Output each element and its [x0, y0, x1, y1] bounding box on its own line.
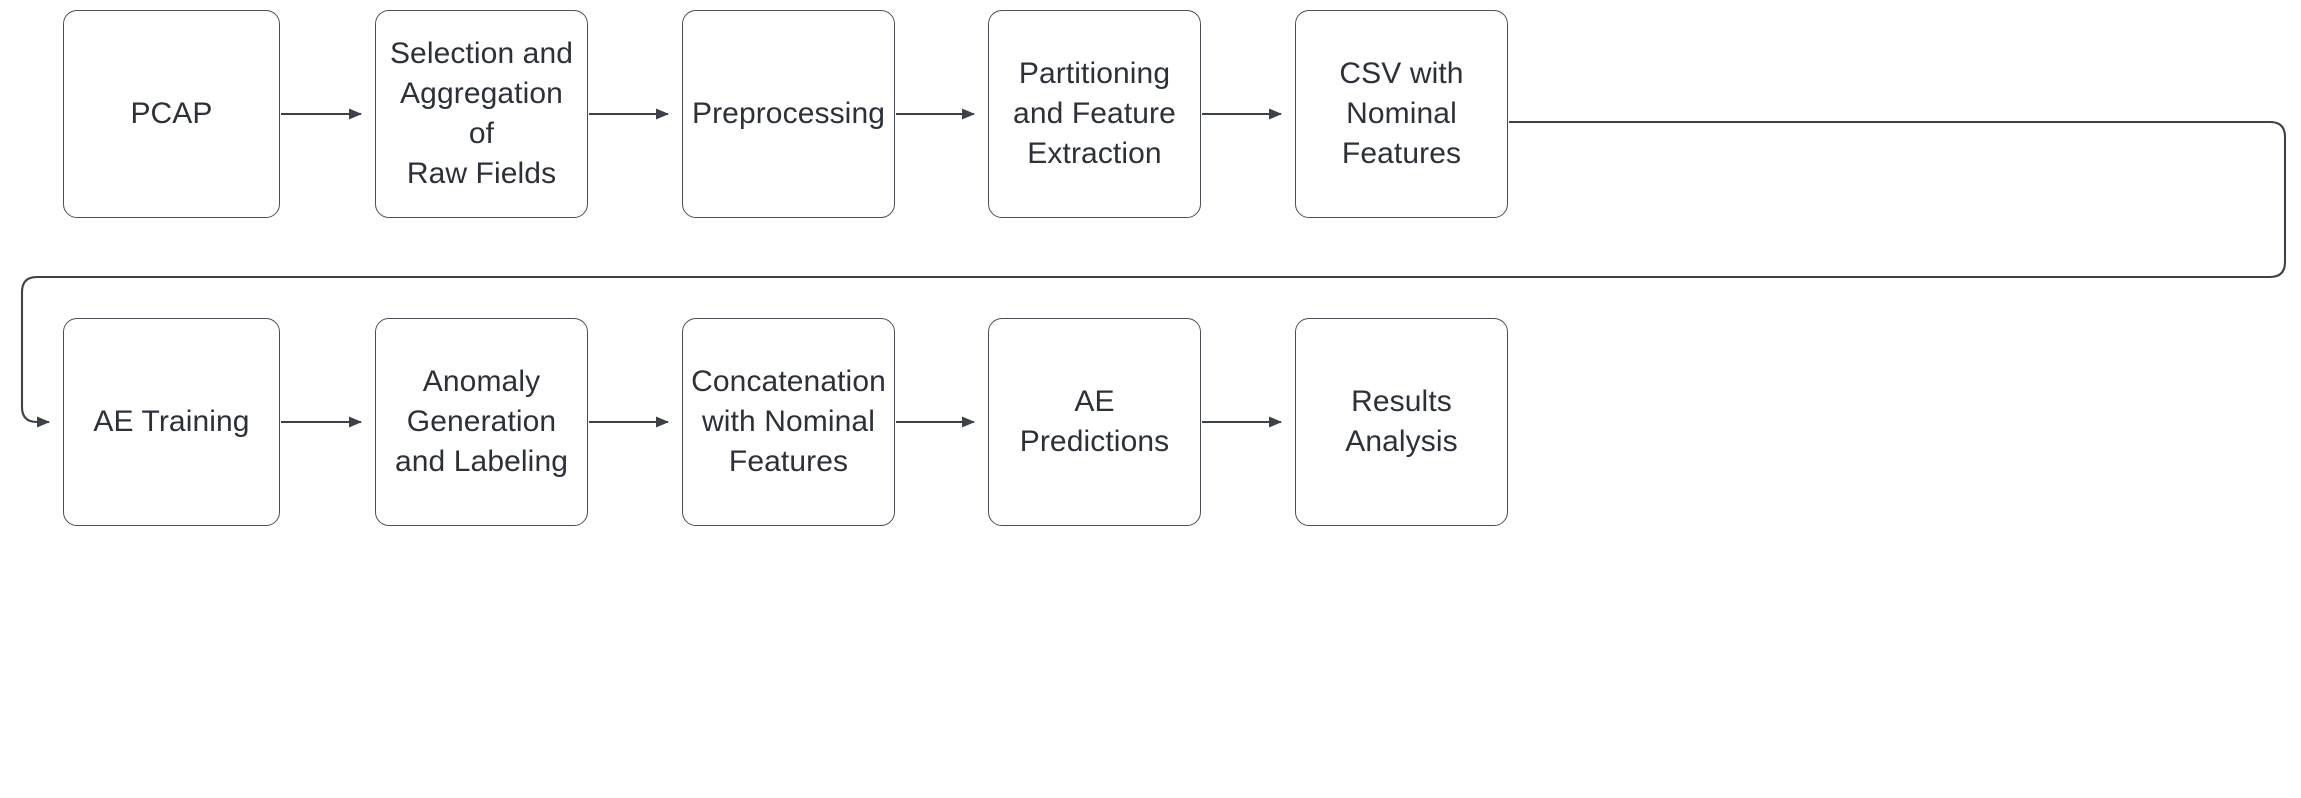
node-csv-nominal-features[interactable]: CSV with Nominal Features	[1295, 10, 1508, 218]
node-label-pcap: PCAP	[130, 97, 213, 130]
node-results-analysis[interactable]: Results Analysis	[1295, 318, 1508, 526]
node-label-partitioning-feature-extraction: Partitioning and Feature Extraction	[1013, 57, 1176, 170]
node-label-selection-aggregation: Selection and Aggregation of Raw Fields	[389, 37, 574, 190]
node-preprocessing[interactable]: Preprocessing	[682, 10, 895, 218]
node-label-csv-nominal-features: CSV with Nominal Features	[1339, 57, 1464, 170]
node-label-preprocessing: Preprocessing	[691, 97, 886, 130]
node-label-ae-predictions: AE Predictions	[1019, 385, 1170, 458]
node-label-results-analysis: Results Analysis	[1345, 385, 1458, 458]
node-label-concatenation-nominal-features: Concatenation with Nominal Features	[691, 365, 886, 478]
node-ae-training[interactable]: AE Training	[63, 318, 280, 526]
node-pcap[interactable]: PCAP	[63, 10, 280, 218]
node-concatenation-nominal-features[interactable]: Concatenation with Nominal Features	[682, 318, 895, 526]
node-partitioning-feature-extraction[interactable]: Partitioning and Feature Extraction	[988, 10, 1201, 218]
node-anomaly-generation-labeling[interactable]: Anomaly Generation and Labeling	[375, 318, 588, 526]
node-ae-predictions[interactable]: AE Predictions	[988, 318, 1201, 526]
node-label-ae-training: AE Training	[93, 405, 250, 438]
node-selection-aggregation[interactable]: Selection and Aggregation of Raw Fields	[375, 10, 588, 218]
node-label-anomaly-generation-labeling: Anomaly Generation and Labeling	[394, 365, 569, 478]
